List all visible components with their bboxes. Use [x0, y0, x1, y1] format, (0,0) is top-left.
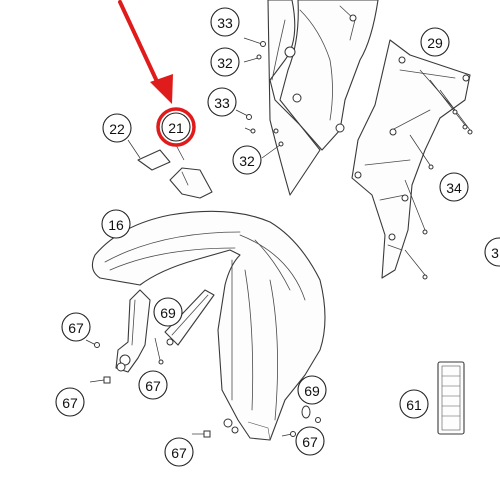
callout-61: 61 [399, 389, 429, 419]
svg-text:67: 67 [145, 378, 161, 394]
callout-69-right: 69 [297, 375, 327, 405]
callout-67-b: 67 [138, 370, 168, 400]
callout-3x-partial: 3 [484, 237, 500, 267]
svg-text:22: 22 [109, 121, 125, 137]
callout-16: 16 [101, 209, 131, 239]
callout-32-upper: 32 [210, 47, 240, 77]
callout-33-lower: 33 [207, 87, 237, 117]
svg-text:69: 69 [304, 383, 320, 399]
svg-text:29: 29 [427, 35, 443, 51]
part-16-front-fender [91, 210, 326, 441]
callout-69-left: 69 [153, 297, 183, 327]
svg-text:3: 3 [491, 245, 499, 261]
fender-screws [85, 337, 321, 438]
callout-29: 29 [420, 27, 450, 57]
fender-stay [115, 289, 215, 373]
part-21-bracket [169, 144, 213, 199]
part-61-reflector [437, 361, 465, 435]
svg-text:67: 67 [302, 434, 318, 450]
callout-32-lower: 32 [232, 145, 262, 175]
svg-text:32: 32 [217, 55, 233, 71]
svg-text:67: 67 [62, 395, 78, 411]
svg-text:67: 67 [171, 445, 187, 461]
svg-text:21: 21 [168, 120, 184, 136]
svg-text:33: 33 [217, 15, 233, 31]
svg-text:67: 67 [68, 320, 84, 336]
callout-67-e: 67 [295, 426, 325, 456]
right-bracket-panel [351, 39, 473, 280]
callout-67-d: 67 [164, 437, 194, 467]
highlight-arrow [118, 0, 173, 104]
svg-text:34: 34 [446, 180, 462, 196]
svg-text:69: 69 [160, 305, 176, 321]
callout-34: 34 [439, 172, 469, 202]
part-22-clip [127, 139, 171, 171]
callout-67-c: 67 [55, 387, 85, 417]
svg-text:32: 32 [239, 153, 255, 169]
callout-22: 22 [102, 113, 132, 143]
svg-text:16: 16 [108, 217, 124, 233]
upper-screws [235, 37, 284, 159]
svg-text:61: 61 [406, 397, 422, 413]
callout-33-upper: 33 [210, 7, 240, 37]
svg-text:33: 33 [214, 95, 230, 111]
callout-21-highlighted: 21 [156, 107, 196, 147]
callout-67-a: 67 [61, 312, 91, 342]
